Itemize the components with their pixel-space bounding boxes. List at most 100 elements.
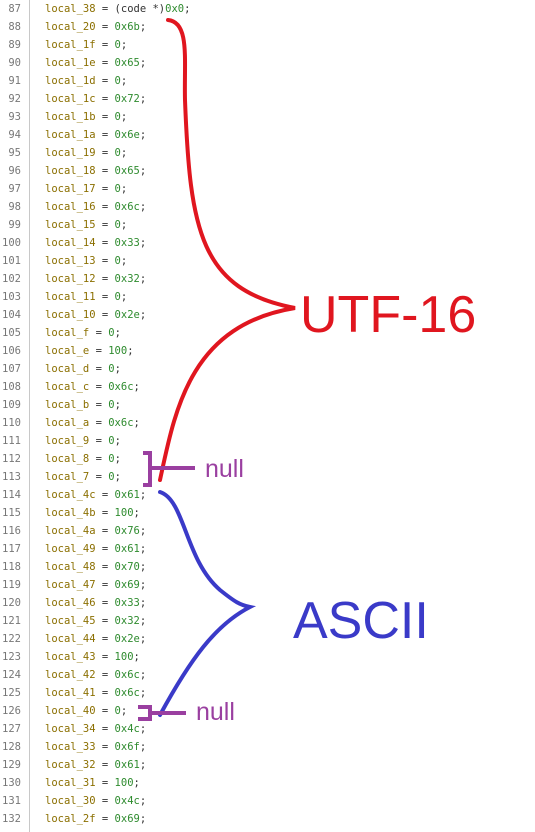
variable-name[interactable]: local_40 bbox=[45, 705, 96, 717]
variable-name[interactable]: local_10 bbox=[45, 309, 96, 321]
variable-name[interactable]: local_14 bbox=[45, 237, 96, 249]
variable-name[interactable]: local_2f bbox=[45, 813, 96, 825]
variable-name[interactable]: local_15 bbox=[45, 219, 96, 231]
variable-name[interactable]: local_11 bbox=[45, 291, 96, 303]
assigned-value: 0x33 bbox=[114, 597, 140, 609]
variable-name[interactable]: local_13 bbox=[45, 255, 96, 267]
variable-name[interactable]: local_49 bbox=[45, 543, 96, 555]
variable-name[interactable]: local_c bbox=[45, 381, 90, 393]
variable-name[interactable]: local_1a bbox=[45, 129, 96, 141]
code-statement: local_c = 0x6c; bbox=[45, 381, 140, 393]
variable-name[interactable]: local_4c bbox=[45, 489, 96, 501]
variable-name[interactable]: local_1e bbox=[45, 57, 96, 69]
variable-name[interactable]: local_38 bbox=[45, 3, 96, 15]
variable-name[interactable]: local_41 bbox=[45, 687, 96, 699]
variable-name[interactable]: local_12 bbox=[45, 273, 96, 285]
variable-name[interactable]: local_17 bbox=[45, 183, 96, 195]
line-number: 120 bbox=[2, 597, 21, 609]
variable-name[interactable]: local_44 bbox=[45, 633, 96, 645]
variable-name[interactable]: local_a bbox=[45, 417, 90, 429]
line-number: 103 bbox=[2, 291, 21, 303]
variable-name[interactable]: local_20 bbox=[45, 21, 96, 33]
variable-name[interactable]: local_43 bbox=[45, 651, 96, 663]
variable-name[interactable]: local_32 bbox=[45, 759, 96, 771]
variable-name[interactable]: local_1f bbox=[45, 39, 96, 51]
variable-name[interactable]: local_34 bbox=[45, 723, 96, 735]
variable-name[interactable]: local_8 bbox=[45, 453, 90, 465]
variable-name[interactable]: local_f bbox=[45, 327, 90, 339]
variable-name[interactable]: local_31 bbox=[45, 777, 96, 789]
variable-name[interactable]: local_30 bbox=[45, 795, 96, 807]
variable-name[interactable]: local_18 bbox=[45, 165, 96, 177]
variable-name[interactable]: local_b bbox=[45, 399, 90, 411]
variable-name[interactable]: local_7 bbox=[45, 471, 90, 483]
line-number: 100 bbox=[2, 237, 21, 249]
code-statement: local_42 = 0x6c; bbox=[45, 669, 147, 681]
variable-name[interactable]: local_1b bbox=[45, 111, 96, 123]
variable-name[interactable]: local_9 bbox=[45, 435, 90, 447]
variable-name[interactable]: local_1d bbox=[45, 75, 96, 87]
variable-name[interactable]: local_16 bbox=[45, 201, 96, 213]
variable-name[interactable]: local_47 bbox=[45, 579, 96, 591]
variable-name[interactable]: local_42 bbox=[45, 669, 96, 681]
variable-name[interactable]: local_4a bbox=[45, 525, 96, 537]
variable-name[interactable]: local_4b bbox=[45, 507, 96, 519]
variable-name[interactable]: local_1c bbox=[45, 93, 96, 105]
ascii-brace-path bbox=[158, 490, 256, 717]
variable-name[interactable]: local_d bbox=[45, 363, 90, 375]
variable-name[interactable]: local_19 bbox=[45, 147, 96, 159]
variable-name[interactable]: local_46 bbox=[45, 597, 96, 609]
variable-name[interactable]: local_45 bbox=[45, 615, 96, 627]
variable-name[interactable]: local_e bbox=[45, 345, 90, 357]
variable-name[interactable]: local_48 bbox=[45, 561, 96, 573]
variable-name[interactable]: local_33 bbox=[45, 741, 96, 753]
